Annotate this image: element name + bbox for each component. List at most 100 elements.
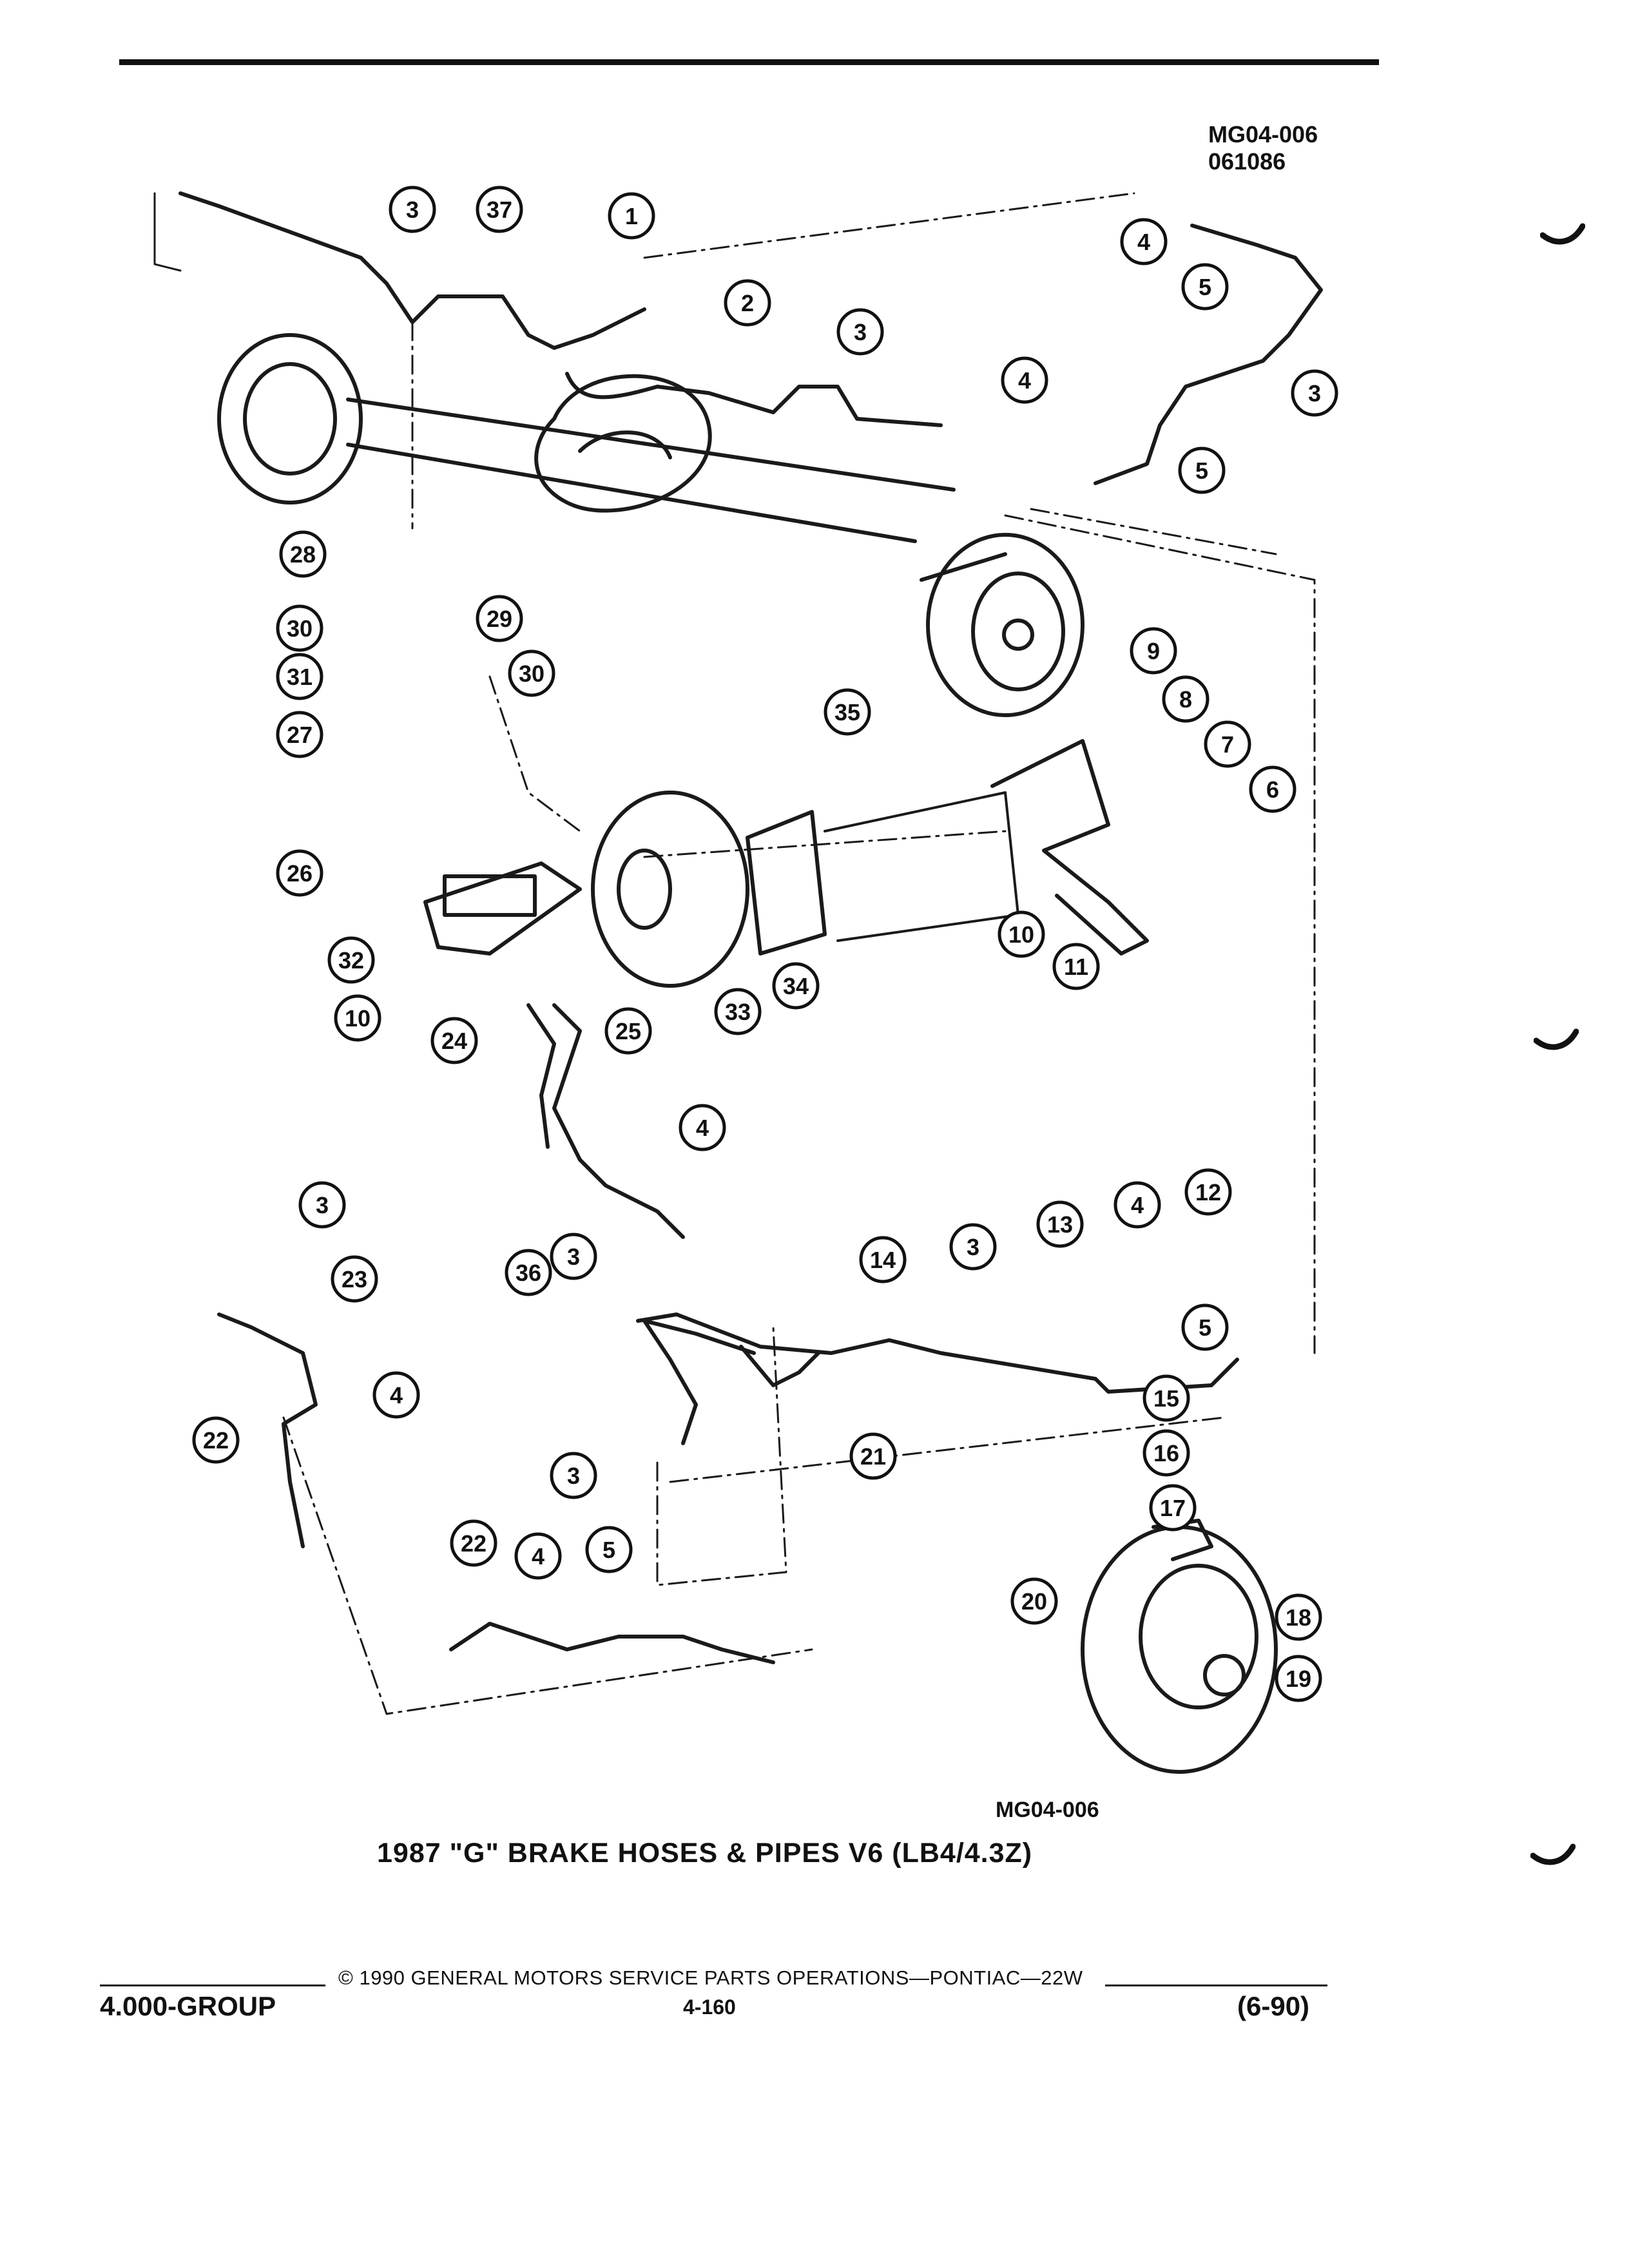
front-disc-brake <box>1081 1519 1278 1774</box>
callout-number: 20 <box>1021 1588 1047 1615</box>
callout-3: 3 <box>836 308 884 356</box>
callout-number: 30 <box>519 660 545 687</box>
callout-number: 16 <box>1153 1440 1179 1466</box>
callout-36: 36 <box>505 1249 552 1296</box>
binder-mark-icon <box>1540 223 1585 245</box>
callout-circle <box>859 1236 907 1283</box>
header-rule <box>119 59 1379 65</box>
callout-circle <box>508 649 555 697</box>
callout-number: 4 <box>532 1543 545 1570</box>
callout-number: 32 <box>338 947 364 974</box>
callout-3: 3 <box>389 186 436 233</box>
callout-28: 28 <box>279 530 327 578</box>
callout-29: 29 <box>476 595 523 642</box>
callout-17: 17 <box>1149 1484 1197 1532</box>
footer-copyright: © 1990 GENERAL MOTORS SERVICE PARTS OPER… <box>338 1966 1083 1989</box>
callout-number: 29 <box>487 606 512 632</box>
callout-circle <box>608 192 655 240</box>
callout-circle <box>1010 1577 1058 1625</box>
callout-circle <box>1052 943 1100 990</box>
footer-page-number: 4-160 <box>683 1995 736 2019</box>
callout-circle <box>476 595 523 642</box>
callout-circle <box>585 1526 633 1573</box>
callout-25: 25 <box>604 1007 652 1055</box>
callout-number: 31 <box>287 664 313 690</box>
callout-number: 4 <box>1131 1192 1144 1218</box>
callout-circle <box>192 1416 240 1464</box>
callout-number: 3 <box>406 197 419 223</box>
callout-circle <box>276 604 323 652</box>
callout-11: 11 <box>1052 943 1100 990</box>
callout-22: 22 <box>192 1416 240 1464</box>
figure-date-code: 061086 <box>1208 148 1286 175</box>
callout-circle <box>476 186 523 233</box>
callout-4: 4 <box>1001 356 1048 404</box>
booster-assembly <box>423 739 1149 988</box>
callout-23: 23 <box>331 1255 378 1303</box>
callout-circle <box>1181 1303 1229 1351</box>
callout-circle <box>679 1104 726 1151</box>
callout-number: 35 <box>834 699 860 726</box>
callout-circle <box>772 962 820 1010</box>
callout-number: 3 <box>567 1463 580 1489</box>
callout-5: 5 <box>585 1526 633 1573</box>
callout-circle <box>998 910 1045 958</box>
figure-caption: 1987 "G" BRAKE HOSES & PIPES V6 (LB4/4.3… <box>377 1838 1033 1869</box>
callout-number: 6 <box>1266 776 1279 803</box>
callout-number: 3 <box>316 1192 329 1218</box>
footer-group: 4.000-GROUP <box>100 1991 276 2021</box>
callout-13: 13 <box>1036 1200 1084 1248</box>
figure-id-top: MG04-006 <box>1208 121 1318 148</box>
callout-number: 18 <box>1286 1604 1311 1631</box>
callout-37: 37 <box>476 186 523 233</box>
callout-circle <box>1249 765 1296 813</box>
callout-3: 3 <box>298 1181 346 1229</box>
callout-30: 30 <box>508 649 555 697</box>
callout-number: 5 <box>602 1537 615 1563</box>
callout-number: 24 <box>441 1028 467 1054</box>
callout-number: 3 <box>854 319 867 345</box>
callout-number: 13 <box>1047 1211 1073 1238</box>
callout-3: 3 <box>550 1233 597 1280</box>
callout-circle <box>1181 263 1229 311</box>
callout-number: 4 <box>1018 367 1031 394</box>
callout-circle <box>604 1007 652 1055</box>
callout-5: 5 <box>1181 263 1229 311</box>
callout-24: 24 <box>430 1017 478 1064</box>
callout-32: 32 <box>327 936 375 984</box>
callout-circle <box>1120 218 1168 265</box>
callout-number: 22 <box>203 1427 229 1454</box>
callout-number: 3 <box>1308 380 1321 407</box>
callout-circle <box>724 279 771 327</box>
callout-circle <box>505 1249 552 1296</box>
callout-number: 5 <box>1199 1314 1211 1341</box>
front-brake-lines <box>217 1003 1239 1664</box>
callout-number: 17 <box>1160 1495 1186 1521</box>
callout-4: 4 <box>1113 1181 1161 1229</box>
callout-number: 3 <box>967 1234 979 1260</box>
binder-mark-icon <box>1530 1843 1576 1865</box>
callout-7: 7 <box>1204 720 1251 768</box>
callout-number: 30 <box>287 615 313 642</box>
callout-34: 34 <box>772 962 820 1010</box>
callout-circle <box>327 936 375 984</box>
callout-14: 14 <box>859 1236 907 1283</box>
callout-circle <box>1001 356 1048 404</box>
callout-number: 14 <box>870 1247 896 1273</box>
callout-33: 33 <box>714 988 762 1035</box>
callout-circle <box>1130 627 1177 675</box>
callout-circle <box>824 688 871 736</box>
callout-22: 22 <box>450 1519 497 1567</box>
callout-circle <box>514 1532 562 1580</box>
callout-number: 26 <box>287 860 313 887</box>
callout-circle <box>1291 369 1338 417</box>
callout-number: 27 <box>287 722 313 748</box>
callout-35: 35 <box>824 688 871 736</box>
callout-circle <box>279 530 327 578</box>
footer-rule-right <box>1105 1984 1327 1986</box>
callout-circle <box>1275 1593 1322 1641</box>
callout-19: 19 <box>1275 1655 1322 1702</box>
callout-10: 10 <box>334 994 381 1042</box>
